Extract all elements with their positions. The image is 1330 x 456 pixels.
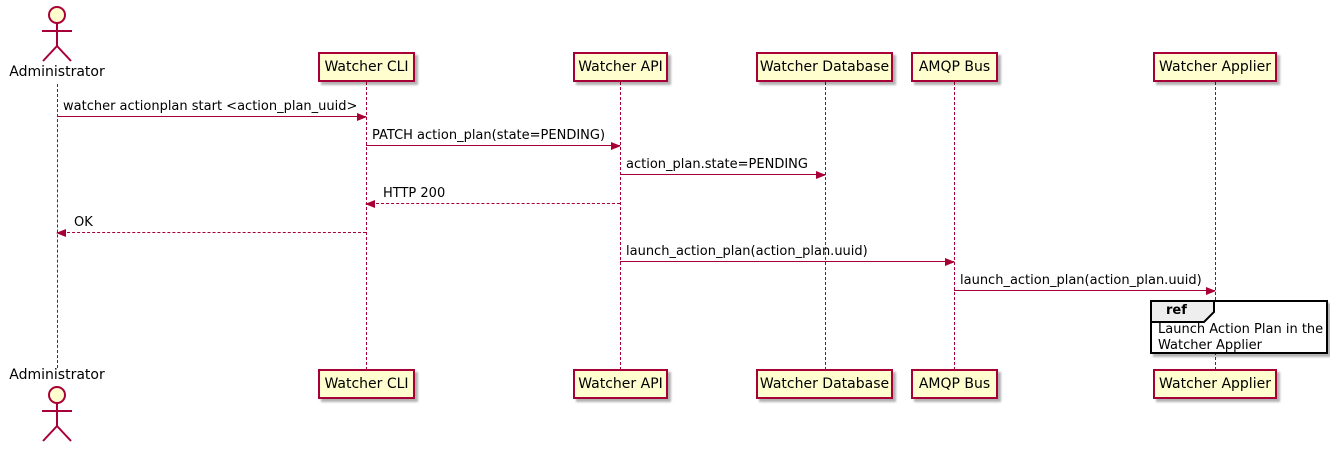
- message-http-200: HTTP 200: [365, 184, 620, 208]
- message-line: [366, 203, 620, 204]
- message-actionplan-start: watcher actionplan start <action_plan_uu…: [57, 97, 367, 121]
- ref-tab-label: ref: [1166, 303, 1187, 318]
- participant-watcher-api-top: Watcher API: [573, 52, 668, 82]
- ref-tab-shape: [1150, 300, 1215, 323]
- message-label: HTTP 200: [383, 186, 446, 201]
- participant-amqp-bus-top: AMQP Bus: [911, 52, 998, 82]
- ref-text: Launch Action Plan in the Watcher Applie…: [1158, 322, 1323, 354]
- message-label: action_plan.state=PENDING: [626, 157, 808, 172]
- message-ok: OK: [56, 213, 366, 237]
- participant-watcher-database-top: Watcher Database: [756, 52, 893, 82]
- message-line: [620, 174, 825, 175]
- lifeline-watcher-api: [620, 82, 621, 370]
- message-launch-action-plan-applier: launch_action_plan(action_plan.uuid): [954, 271, 1216, 295]
- message-launch-action-plan-amqp: launch_action_plan(action_plan.uuid): [620, 242, 955, 266]
- message-patch-action-plan: PATCH action_plan(state=PENDING): [366, 126, 621, 150]
- participant-amqp-bus-bottom: AMQP Bus: [911, 369, 998, 399]
- lifeline-watcher-applier: [1215, 82, 1216, 370]
- message-label: launch_action_plan(action_plan.uuid): [626, 244, 868, 259]
- actor-label-administrator-top: Administrator: [9, 64, 105, 80]
- ref-text-line-2: Watcher Applier: [1158, 338, 1262, 353]
- ref-fragment: ref Launch Action Plan in the Watcher Ap…: [1150, 300, 1328, 354]
- ref-text-line-1: Launch Action Plan in the: [1158, 322, 1324, 337]
- participant-watcher-database-bottom: Watcher Database: [756, 369, 893, 399]
- administrator-actor-icon: [42, 6, 72, 62]
- lifeline-watcher-database: [825, 82, 826, 370]
- message-label: watcher actionplan start <action_plan_uu…: [63, 99, 358, 114]
- message-label: launch_action_plan(action_plan.uuid): [960, 273, 1202, 288]
- arrowhead-right-icon: [945, 258, 955, 266]
- message-label: OK: [74, 215, 93, 230]
- message-line: [366, 145, 620, 146]
- actor-label-administrator-bottom: Administrator: [9, 367, 105, 383]
- participant-watcher-cli-top: Watcher CLI: [318, 52, 415, 82]
- lifeline-administrator: [57, 84, 58, 368]
- arrowhead-left-icon: [56, 229, 66, 237]
- lifeline-watcher-cli: [366, 82, 367, 370]
- participant-watcher-api-bottom: Watcher API: [573, 369, 668, 399]
- message-line: [57, 232, 366, 233]
- message-line: [57, 116, 366, 117]
- arrowhead-right-icon: [1206, 287, 1216, 295]
- message-line: [954, 290, 1215, 291]
- arrowhead-left-icon: [365, 200, 375, 208]
- message-action-plan-state-pending: action_plan.state=PENDING: [620, 155, 826, 179]
- arrowhead-right-icon: [357, 113, 367, 121]
- administrator-actor-icon: [42, 386, 72, 442]
- participant-watcher-cli-bottom: Watcher CLI: [318, 369, 415, 399]
- message-label: PATCH action_plan(state=PENDING): [372, 128, 606, 143]
- lifeline-amqp-bus: [954, 82, 955, 370]
- participant-watcher-applier-top: Watcher Applier: [1153, 52, 1277, 82]
- participant-watcher-applier-bottom: Watcher Applier: [1153, 369, 1277, 399]
- arrowhead-right-icon: [816, 171, 826, 179]
- message-line: [620, 261, 954, 262]
- arrowhead-right-icon: [611, 142, 621, 150]
